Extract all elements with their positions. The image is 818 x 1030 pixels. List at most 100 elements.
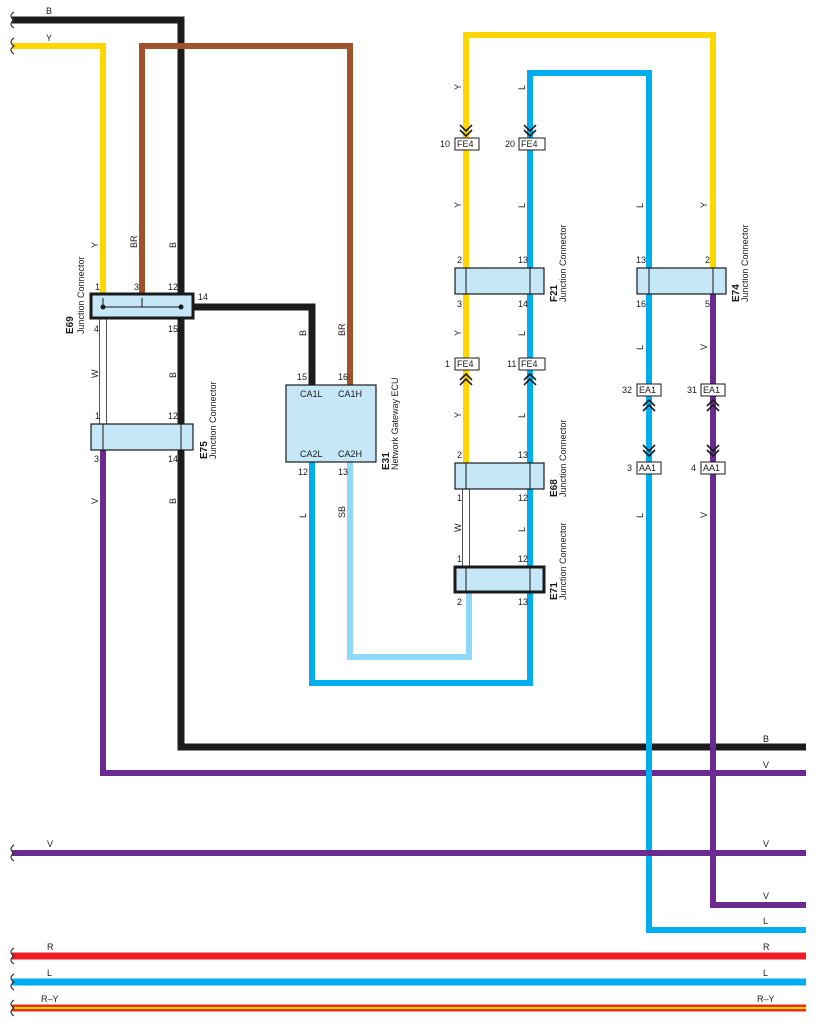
svg-text:EA1: EA1	[703, 385, 720, 395]
svg-text:13: 13	[518, 255, 528, 265]
inline-fe4-y-top: FE4 10	[440, 124, 480, 151]
label-b: B	[46, 6, 52, 16]
wire-labels: B Y Y BR B W B V B B BR L SB Y L Y L L Y…	[41, 6, 775, 1004]
svg-text:FE4: FE4	[521, 139, 538, 149]
wire-y-left	[12, 43, 106, 294]
wire-v-e74	[710, 294, 806, 908]
label-b-v: B	[168, 242, 178, 248]
e31-name: Network Gateway ECU	[390, 377, 400, 470]
connector-e31-ecu: 15 16 12 13 CA1L CA1H CA2L CA2H E31 Netw…	[285, 372, 400, 477]
connector-e68: 2 13 1 12 E68 Junction Connector	[454, 419, 568, 503]
label-b-v3: B	[168, 498, 178, 504]
label-l-r7: L	[517, 527, 527, 532]
svg-text:FE4: FE4	[521, 359, 538, 369]
svg-text:4: 4	[691, 463, 696, 473]
wire-l-right	[527, 70, 652, 268]
label-sb-ecu: SB	[337, 506, 347, 518]
label-v-e74-r: V	[763, 891, 769, 901]
wire-l-ecu	[309, 462, 533, 686]
label-w-v: W	[90, 369, 100, 378]
svg-text:31: 31	[687, 385, 697, 395]
e74-id: E74	[731, 284, 742, 302]
svg-text:3: 3	[94, 454, 99, 464]
svg-text:2: 2	[457, 255, 462, 265]
inline-ea1-aa1-v: EA1 31 AA1 4	[687, 383, 726, 475]
svg-text:12: 12	[518, 554, 528, 564]
label-v-r8: V	[699, 512, 709, 518]
terminal-ca2l: CA2L	[300, 449, 323, 459]
label-l-r2: L	[517, 203, 527, 208]
wire-br	[139, 43, 353, 385]
e71-id: E71	[549, 582, 560, 600]
terminal-ca1h: CA1H	[338, 389, 362, 399]
label-y-v: Y	[90, 242, 100, 248]
svg-text:2: 2	[705, 255, 710, 265]
svg-text:1: 1	[95, 282, 100, 292]
e75-id: E75	[199, 441, 210, 459]
svg-text:16: 16	[636, 299, 646, 309]
label-v-right: V	[763, 760, 769, 770]
svg-text:1: 1	[95, 411, 100, 421]
svg-text:1: 1	[457, 493, 462, 503]
label-y-r6: Y	[453, 412, 463, 418]
label-l-r1: L	[517, 85, 527, 90]
f21-name: Junction Connector	[558, 224, 568, 302]
label-w-r7: W	[453, 523, 463, 532]
svg-text:3: 3	[627, 463, 632, 473]
connector-e75: 1 12 3 14 E75 Junction Connector	[90, 381, 218, 464]
svg-text:12: 12	[168, 411, 178, 421]
label-br-v: BR	[129, 235, 139, 248]
label-l-e74-r: L	[763, 916, 768, 926]
svg-text:10: 10	[440, 139, 450, 149]
connector-e74: 13 2 16 5 E74 Junction Connector	[636, 224, 750, 309]
label-l-r4: L	[517, 331, 527, 336]
label-l-ecu: L	[298, 513, 308, 518]
svg-text:15: 15	[168, 324, 178, 334]
label-l-r8: L	[635, 513, 645, 518]
terminal-ca1l: CA1L	[300, 389, 323, 399]
svg-text:3: 3	[134, 282, 139, 292]
svg-text:15: 15	[297, 372, 307, 382]
f21-id: F21	[549, 284, 560, 302]
e68-name: Junction Connector	[558, 419, 568, 497]
svg-text:1: 1	[445, 359, 450, 369]
label-l-bot-l: L	[47, 968, 52, 978]
svg-text:5: 5	[705, 299, 710, 309]
svg-text:11: 11	[507, 359, 516, 369]
label-y: Y	[46, 33, 52, 43]
inline-fe4-l-top: FE4 20	[505, 124, 546, 151]
break-marks	[10, 11, 16, 1017]
svg-text:12: 12	[518, 493, 528, 503]
label-y-r1: Y	[453, 84, 463, 90]
svg-text:20: 20	[505, 139, 515, 149]
e75-name: Junction Connector	[208, 381, 218, 459]
e71-name: Junction Connector	[558, 522, 568, 600]
label-ry-l: R–Y	[41, 994, 59, 1004]
svg-text:14: 14	[198, 292, 208, 302]
inline-ea1-aa1-l: EA1 32 AA1 3	[622, 383, 662, 475]
label-v-long-r: V	[763, 839, 769, 849]
label-br-ecu: BR	[337, 323, 347, 336]
connector-f21: 2 13 3 14 F21 Junction Connector	[454, 224, 568, 309]
e69-name: Junction Connector	[76, 256, 86, 334]
connector-e69: 1 3 12 14 4 15 E69 Junction Connector	[65, 256, 208, 334]
wire-v-left	[100, 450, 806, 776]
label-y-r2: Y	[453, 202, 463, 208]
svg-text:FE4: FE4	[457, 359, 474, 369]
connector-e71: 1 12 2 13 E71 Junction Connector	[453, 522, 568, 607]
label-l-bot-r: L	[763, 968, 768, 978]
svg-text:14: 14	[168, 454, 178, 464]
svg-text:1: 1	[457, 554, 462, 564]
terminal-ca2h: CA2H	[338, 449, 362, 459]
svg-text:14: 14	[518, 299, 528, 309]
svg-text:AA1: AA1	[639, 463, 656, 473]
svg-text:2: 2	[457, 450, 462, 460]
svg-text:13: 13	[518, 450, 528, 460]
svg-text:12: 12	[298, 467, 308, 477]
svg-text:AA1: AA1	[703, 463, 720, 473]
e68-id: E68	[549, 479, 560, 497]
inline-fe4-y-bot: FE4 1	[445, 357, 480, 386]
label-ry-r: R–Y	[757, 994, 775, 1004]
wire-l-e74	[646, 294, 806, 933]
